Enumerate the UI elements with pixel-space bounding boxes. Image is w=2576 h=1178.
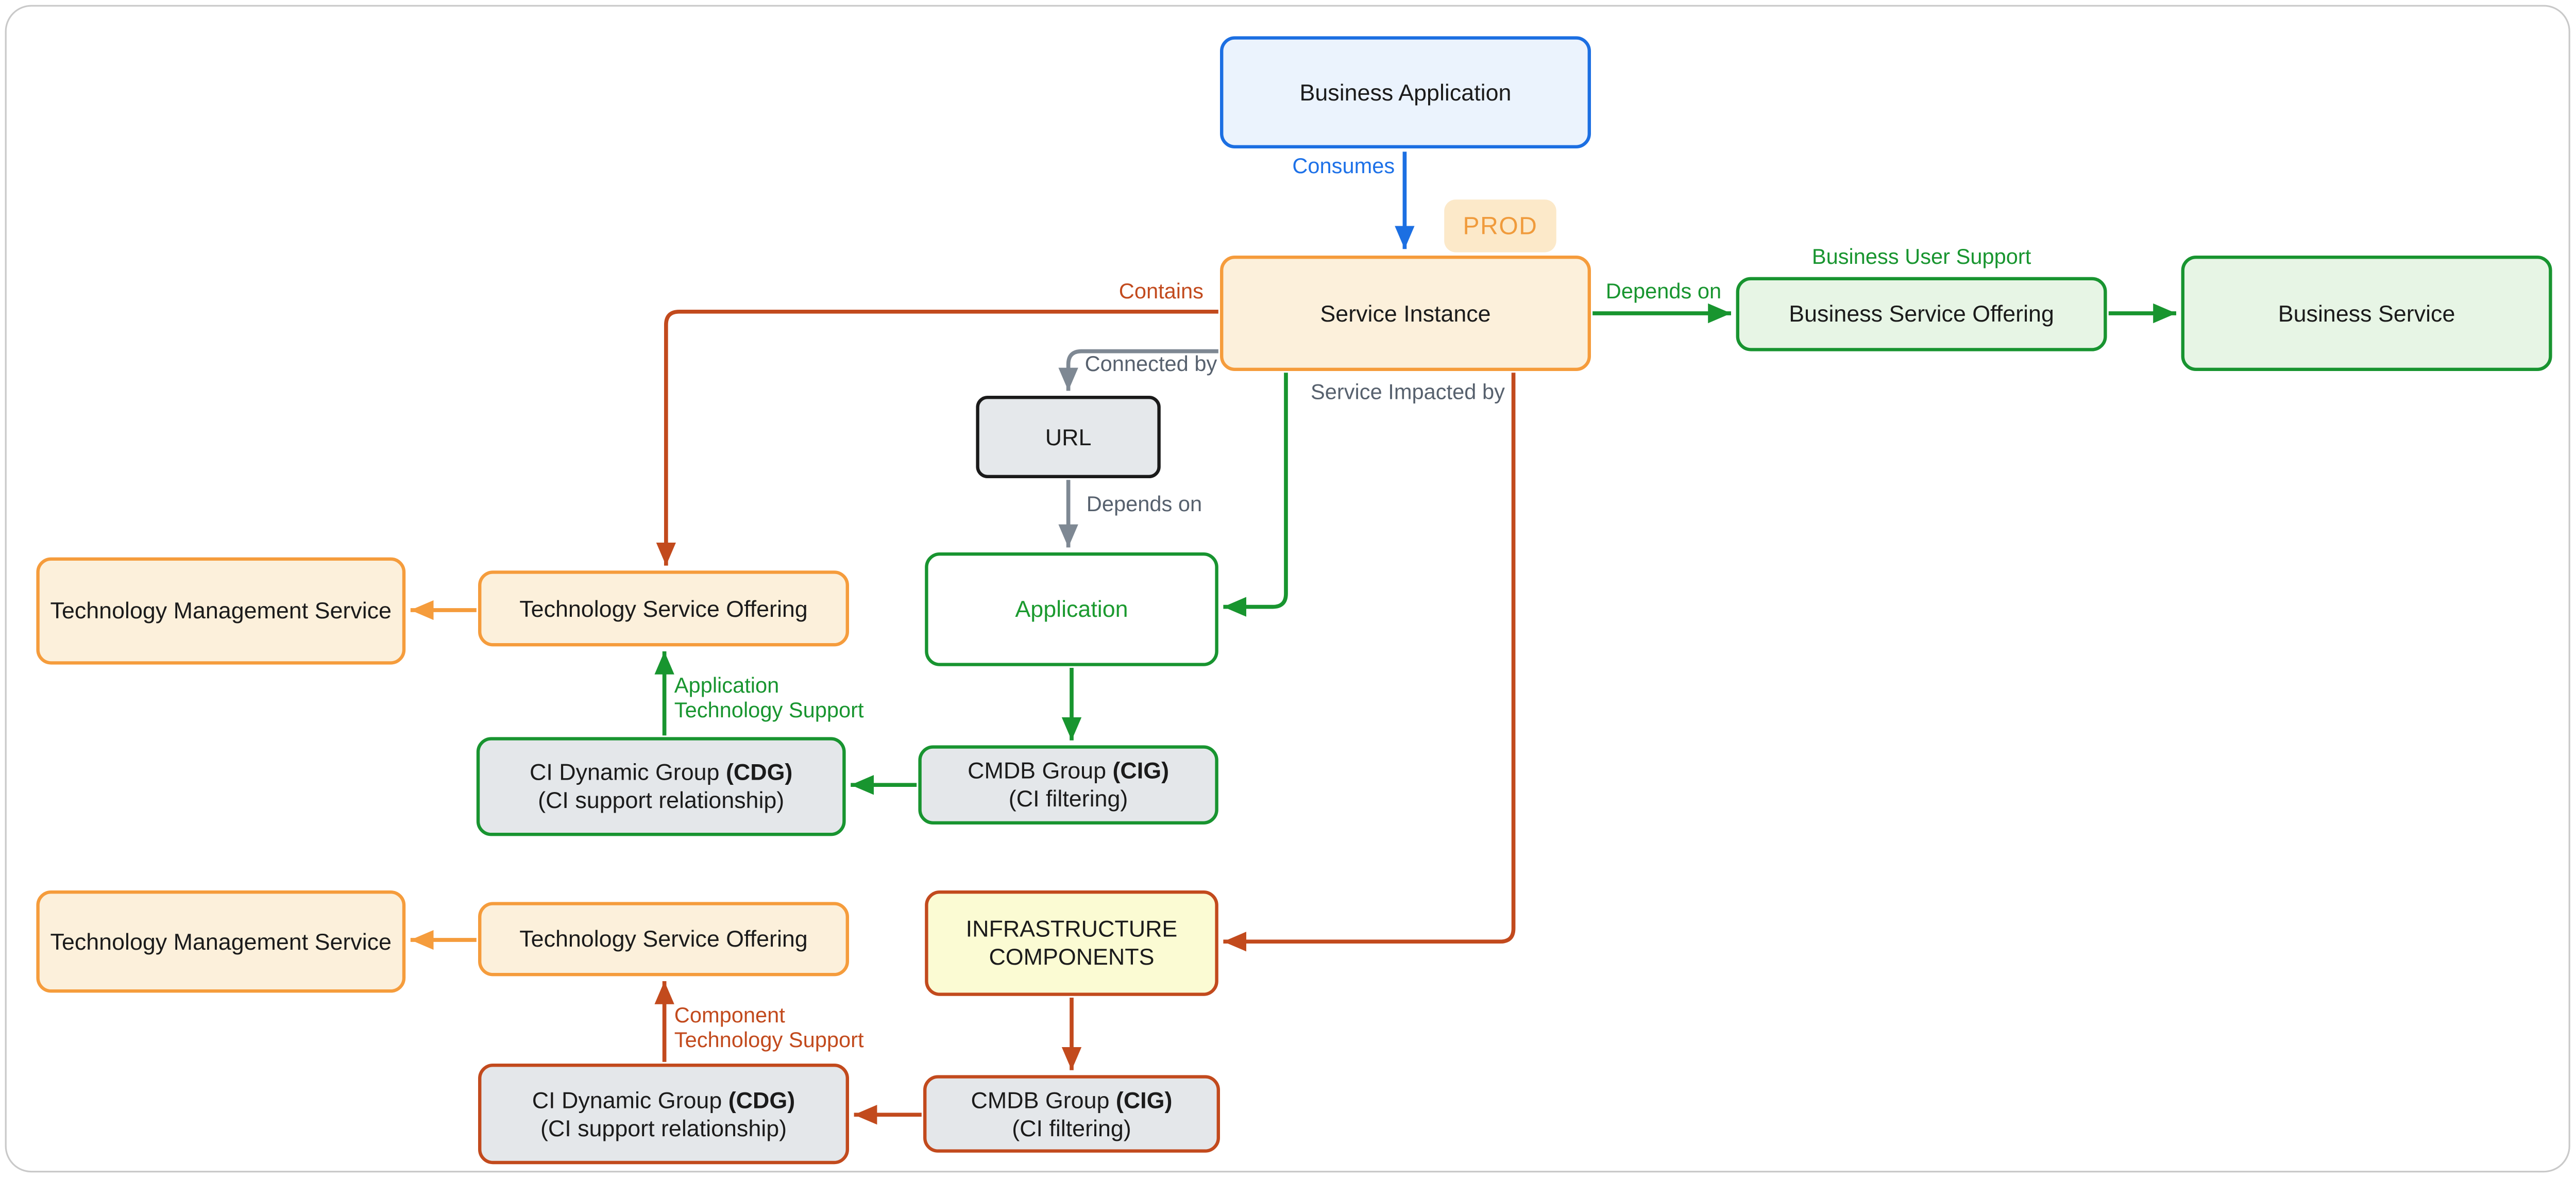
node-ci-dynamic-group-top: CI Dynamic Group (CDG) (CI support relat… xyxy=(476,737,846,836)
edge-label-depends-on-service: Depends on xyxy=(1605,278,1722,304)
node-infrastructure-components: INFRASTRUCTURE COMPONENTS xyxy=(925,890,1218,996)
cmdb-group-bottom-title-bold: (CIG) xyxy=(1115,1086,1173,1113)
cmdb-group-bottom-title: CMDB Group (CIG) xyxy=(971,1086,1173,1114)
application-label: Application xyxy=(1015,595,1128,622)
edge-label-component-technology-support: Component Technology Support xyxy=(674,1002,864,1052)
edge-service-impacted-by xyxy=(1223,373,1288,617)
edge-si-to-infrastructure xyxy=(1223,373,1516,952)
cmdb-group-bottom-subtitle: (CI filtering) xyxy=(1012,1114,1131,1140)
node-technology-management-service-bottom: Technology Management Service xyxy=(36,890,406,993)
cmdb-group-top-title-text: CMDB Group xyxy=(968,756,1113,783)
cmdb-group-top-title: CMDB Group (CIG) xyxy=(968,757,1169,785)
ci-dynamic-group-bottom-subtitle: (CI support relationship) xyxy=(540,1114,787,1140)
edge-label-consumes: Consumes xyxy=(1292,153,1395,178)
cmdb-group-top-title-bold: (CIG) xyxy=(1112,756,1170,783)
edge-label-connected-by: Connected by xyxy=(1084,351,1217,376)
ci-dynamic-group-bottom-title: CI Dynamic Group (CDG) xyxy=(532,1086,795,1114)
node-business-application: Business Application xyxy=(1220,36,1591,149)
technology-service-offering-top-label: Technology Service Offering xyxy=(519,594,808,621)
node-url: URL xyxy=(976,396,1161,478)
ci-dynamic-group-bottom-title-bold: (CDG) xyxy=(728,1086,795,1113)
ci-dynamic-group-top-title-bold: (CDG) xyxy=(725,759,793,785)
technology-service-offering-bottom-label: Technology Service Offering xyxy=(519,925,808,952)
cmdb-group-bottom-title-text: CMDB Group xyxy=(971,1086,1116,1113)
business-service-label: Business Service xyxy=(2278,299,2455,326)
node-ci-dynamic-group-bottom: CI Dynamic Group (CDG) (CI support relat… xyxy=(478,1064,849,1165)
url-label: URL xyxy=(1045,423,1092,449)
node-technology-service-offering-top: Technology Service Offering xyxy=(478,570,849,647)
business-service-offering-label: Business Service Offering xyxy=(1789,300,2054,327)
node-cmdb-group-top: CMDB Group (CIG) (CI filtering) xyxy=(918,745,1218,824)
service-instance-label: Service Instance xyxy=(1320,299,1491,326)
business-application-label: Business Application xyxy=(1299,78,1512,105)
edge-label-service-impacted-by: Service Impacted by xyxy=(1311,379,1505,404)
node-technology-management-service-top: Technology Management Service xyxy=(36,557,406,665)
infrastructure-components-label: INFRASTRUCTURE COMPONENTS xyxy=(965,915,1178,970)
node-service-instance: Service Instance xyxy=(1220,256,1591,371)
node-technology-service-offering-bottom: Technology Service Offering xyxy=(478,902,849,977)
diagram-frame xyxy=(5,5,2570,1173)
ci-dynamic-group-top-title-text: CI Dynamic Group xyxy=(530,759,726,785)
edge-connected-by xyxy=(1058,349,1218,391)
node-cmdb-group-bottom: CMDB Group (CIG) (CI filtering) xyxy=(923,1075,1220,1153)
edge-contains xyxy=(656,309,1218,566)
node-business-service: Business Service xyxy=(2181,256,2552,371)
prod-environment-badge: PROD xyxy=(1444,199,1556,253)
edge-label-application-technology-support: Application Technology Support xyxy=(674,672,864,722)
node-application: Application xyxy=(925,552,1218,666)
technology-management-service-bottom-label: Technology Management Service xyxy=(50,928,392,954)
edge-label-contains: Contains xyxy=(1118,278,1204,304)
ci-dynamic-group-bottom-title-text: CI Dynamic Group xyxy=(532,1086,728,1113)
ci-dynamic-group-top-subtitle: (CI support relationship) xyxy=(538,786,785,813)
technology-management-service-top-label: Technology Management Service xyxy=(50,597,392,624)
cmdb-group-top-subtitle: (CI filtering) xyxy=(1008,785,1128,812)
ci-dynamic-group-top-title: CI Dynamic Group (CDG) xyxy=(530,759,792,786)
prod-badge-label: PROD xyxy=(1463,212,1538,240)
edge-label-business-user-support: Business User Support xyxy=(1811,244,2031,269)
node-business-service-offering: Business Service Offering xyxy=(1736,277,2107,351)
edge-label-depends-on-url: Depends on xyxy=(1086,491,1202,516)
